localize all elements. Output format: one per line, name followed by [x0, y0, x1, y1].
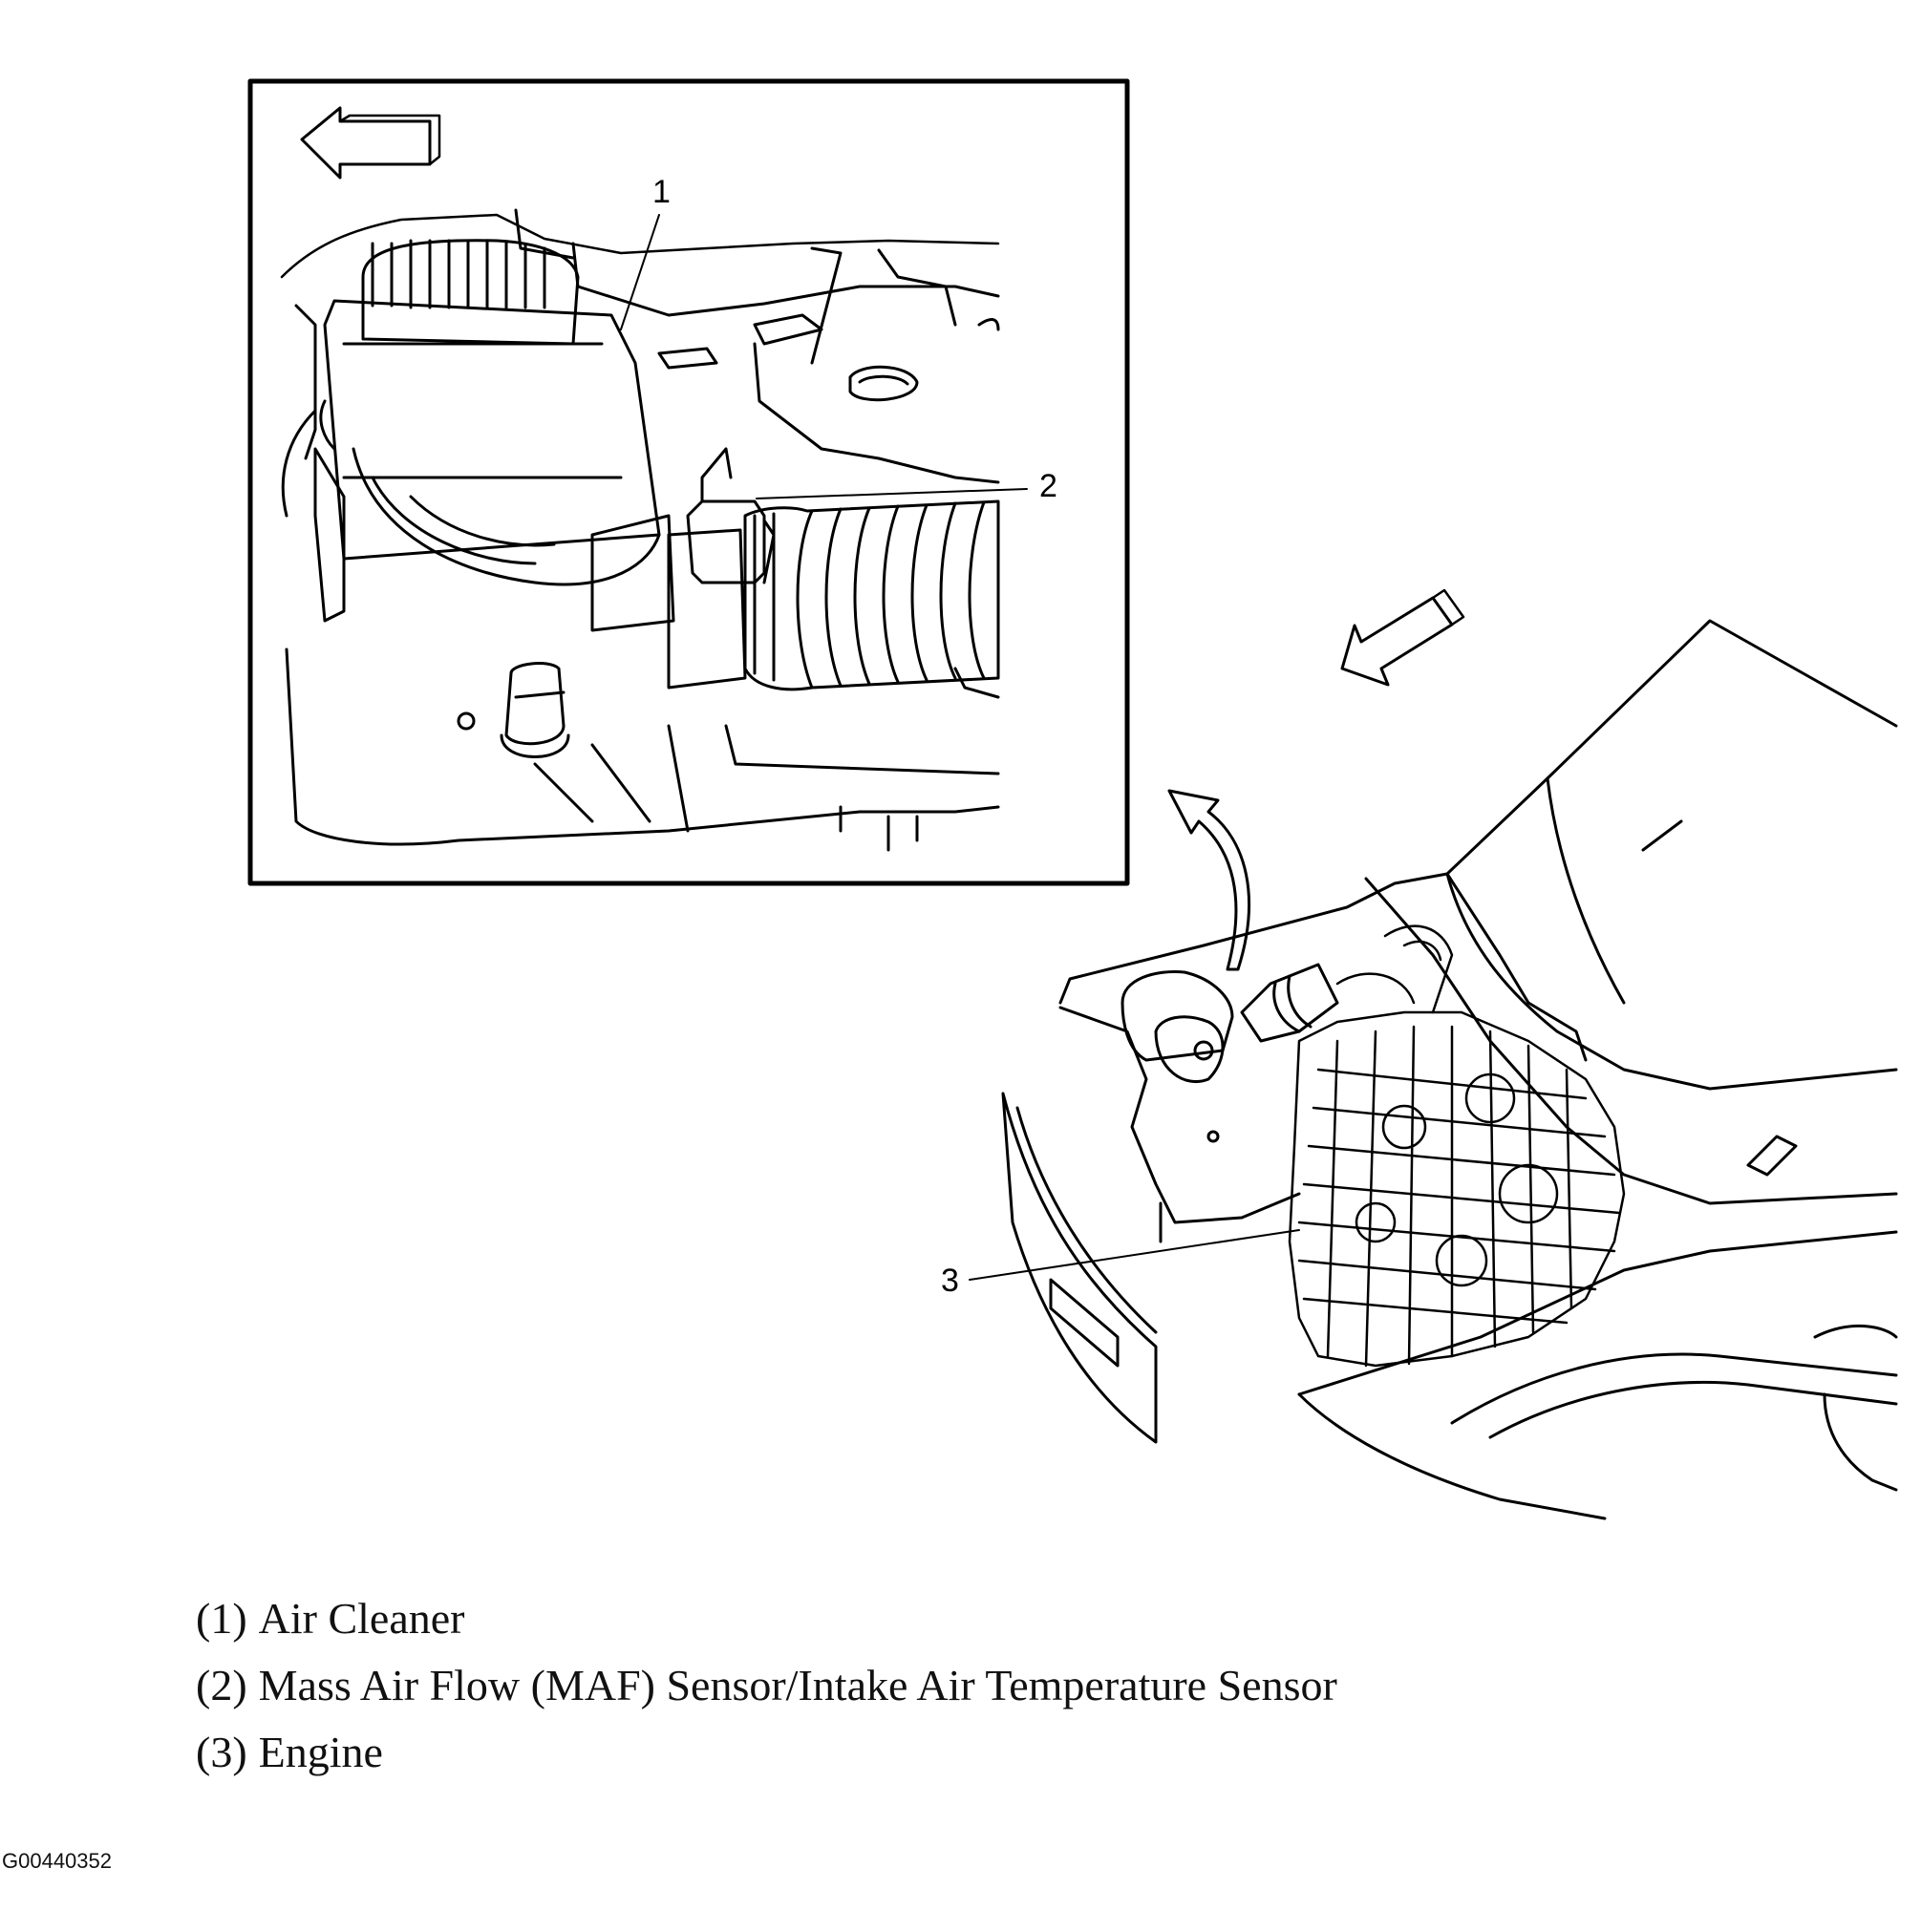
legend-label: Mass Air Flow (MAF) Sensor/Intake Air Te…: [258, 1661, 1337, 1709]
figure-id: G00440352: [2, 1849, 112, 1873]
legend-item-maf-sensor: (2)Mass Air Flow (MAF) Sensor/Intake Air…: [196, 1652, 1337, 1719]
intake-duct-drawing: [743, 499, 1000, 691]
direction-arrow-icon: [1340, 596, 1454, 687]
legend-label: Engine: [258, 1728, 383, 1776]
maf-sensor-drawing: [667, 447, 776, 690]
direction-arrow-icon: [300, 106, 432, 180]
callout-1-leader: [620, 214, 660, 330]
legend-item-air-cleaner: (1)Air Cleaner: [196, 1585, 1337, 1652]
legend: (1)Air Cleaner (2)Mass Air Flow (MAF) Se…: [196, 1585, 1337, 1786]
callout-2-number: 2: [1039, 468, 1057, 504]
callout-1-number: 1: [652, 174, 671, 210]
legend-label: Air Cleaner: [258, 1594, 465, 1643]
legend-number: (2): [196, 1661, 247, 1709]
air-cleaner-drawing: [281, 239, 675, 758]
legend-number: (3): [196, 1728, 247, 1776]
callout-3-leader: [969, 1229, 1300, 1281]
callout-2-leader: [756, 488, 1028, 499]
vehicle-front-view: [969, 588, 1898, 1520]
inset-frame: [247, 78, 1130, 886]
legend-number: (1): [196, 1594, 247, 1643]
callout-3-number: 3: [941, 1263, 959, 1299]
curved-pointer-arrow-icon: [1167, 789, 1250, 971]
inset-detail-view: [247, 78, 1130, 886]
engine-drawing: [1288, 924, 1626, 1368]
legend-item-engine: (3)Engine: [196, 1719, 1337, 1786]
